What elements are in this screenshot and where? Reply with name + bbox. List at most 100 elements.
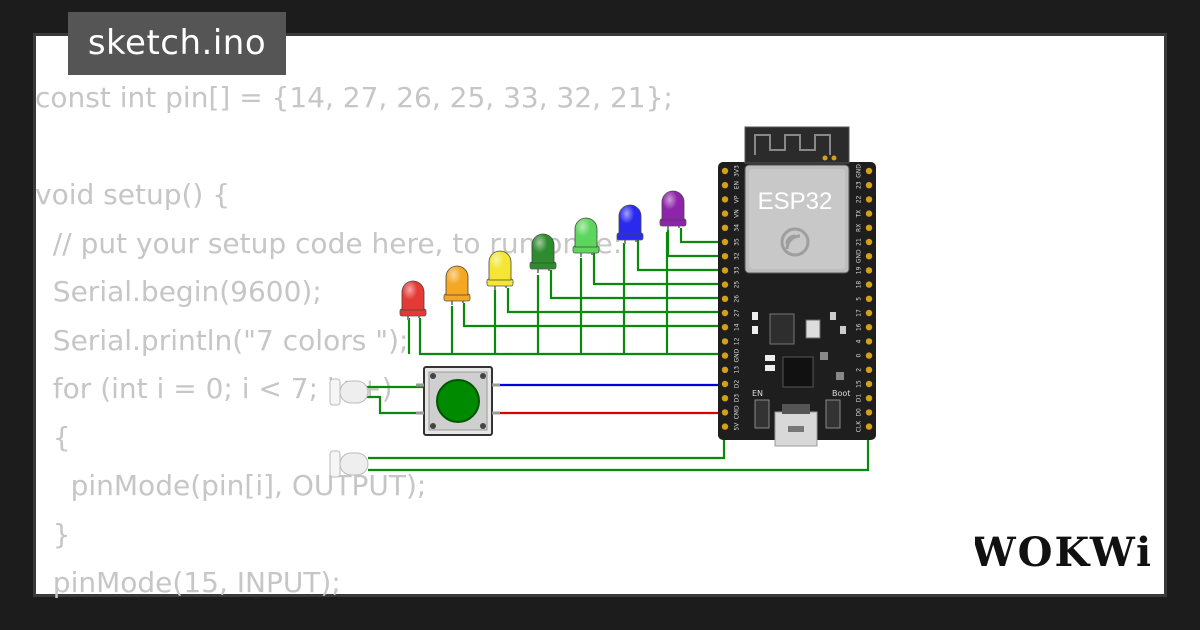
pin-dot	[721, 395, 729, 402]
pin-label: EN	[734, 181, 741, 189]
pin-dot	[721, 409, 729, 416]
code-line: Serial.begin(9600);	[35, 275, 322, 308]
code-line: // put your setup code here, to run once…	[35, 226, 623, 260]
code-line: {	[35, 420, 71, 454]
pin-dot	[721, 380, 729, 388]
pin-dot	[865, 253, 873, 260]
pin-label: 4	[856, 339, 863, 343]
pin-dot	[865, 366, 873, 373]
pushbutton[interactable]	[416, 366, 500, 436]
pin-label: 14	[734, 323, 741, 331]
pin-dot	[721, 366, 729, 373]
pin-dot	[721, 295, 729, 302]
pin-label: CLK	[856, 420, 863, 433]
en-button[interactable]	[754, 399, 770, 429]
led-purple	[659, 190, 687, 230]
pin-label: 18	[856, 281, 863, 289]
code-line: }	[35, 517, 71, 551]
pin-dot	[865, 395, 873, 402]
led-green	[529, 233, 557, 273]
pin-dot	[721, 224, 729, 231]
wire-led-orange	[462, 303, 722, 328]
pin-dot	[721, 196, 729, 203]
pin-label: 3V3	[734, 165, 741, 177]
pin-label: VN	[734, 209, 741, 218]
pin-dot	[721, 309, 729, 317]
pin-dot	[721, 281, 729, 288]
pin-dot	[721, 182, 729, 189]
filename-tag: sketch.ino	[68, 12, 286, 75]
pin-dot	[865, 409, 873, 416]
code-line: const int pin[] = {14, 27, 26, 25, 33, 3…	[35, 81, 673, 114]
pin-dot	[721, 352, 729, 359]
pin-dot	[865, 295, 873, 302]
pin-label: D3	[734, 394, 741, 403]
pin-dot	[721, 210, 729, 217]
pin-dot	[865, 352, 873, 359]
en-label: EN	[752, 389, 763, 398]
wire-led-blue	[636, 240, 722, 272]
led-wires	[407, 228, 870, 356]
code-line: Serial.println("7 colors ");	[35, 323, 409, 357]
pin-dot	[865, 267, 873, 274]
pin-label: 32	[734, 252, 741, 260]
code-line: void setup() {	[35, 178, 231, 211]
pin-label: 16	[856, 323, 863, 331]
wire-bottom-led-1	[368, 395, 726, 460]
white-led-bottom	[329, 450, 369, 478]
pin-label: 19	[856, 266, 863, 274]
pin-label: 5V	[734, 422, 741, 431]
pin-label: RX	[856, 224, 863, 232]
pin-label: 22	[856, 195, 863, 203]
pin-dot	[865, 167, 873, 175]
pin-label: 35	[734, 238, 741, 246]
pin-label: 0	[856, 354, 863, 358]
pin-dot	[721, 267, 729, 274]
pin-dot	[721, 338, 729, 345]
white-led-top	[329, 378, 369, 406]
pin-dot	[865, 380, 873, 388]
led-light-green	[572, 217, 600, 257]
pin-label: GND	[734, 348, 741, 362]
pin-label: 21	[856, 238, 863, 246]
pin-dot	[721, 238, 729, 246]
wire-led-green	[549, 270, 722, 300]
pin-dot	[721, 167, 729, 175]
pin-dot	[721, 253, 729, 260]
pin-dot	[865, 210, 873, 217]
wire-led-yellow	[506, 288, 722, 314]
left-pin-header: 3V3ENVPVN343532332526271412GND13D2D3CMD5…	[721, 165, 741, 431]
led-yellow	[486, 250, 514, 290]
code-background: const int pin[] = {14, 27, 26, 25, 33, 3…	[35, 74, 673, 608]
pin-label: 34	[734, 224, 741, 232]
pin-dot	[865, 182, 873, 189]
pin-label: CMD	[734, 405, 741, 419]
pin-label: TX	[856, 210, 863, 219]
pin-label: 25	[734, 281, 741, 289]
led-red	[399, 280, 427, 320]
wire-led-red-anode	[418, 318, 722, 356]
pushbutton-cap	[436, 379, 480, 423]
esp32-board: ESP32 EN Boot 3V3ENVPVN34353233252627141…	[718, 126, 876, 447]
pin-label: D0	[856, 408, 863, 417]
pin-label: 33	[734, 266, 741, 274]
boot-button[interactable]	[825, 399, 841, 429]
pin-label: VP	[734, 195, 741, 203]
pin-label: 2	[856, 368, 863, 372]
pin-dot	[721, 423, 729, 430]
code-line: pinMode(15, INPUT);	[35, 566, 341, 599]
led-row	[399, 190, 687, 320]
wire-gnd-bus	[407, 232, 669, 354]
pin-dot	[865, 324, 873, 331]
pin-label: 27	[734, 309, 741, 317]
led-blue	[616, 204, 644, 244]
pin-dot	[865, 281, 873, 288]
pin-label: GND	[856, 249, 863, 263]
wire-button-left-bottom	[366, 395, 427, 415]
antenna-area	[744, 126, 850, 164]
boot-label: Boot	[832, 389, 850, 398]
pin-dot	[865, 224, 873, 231]
preview-card	[33, 33, 1167, 597]
